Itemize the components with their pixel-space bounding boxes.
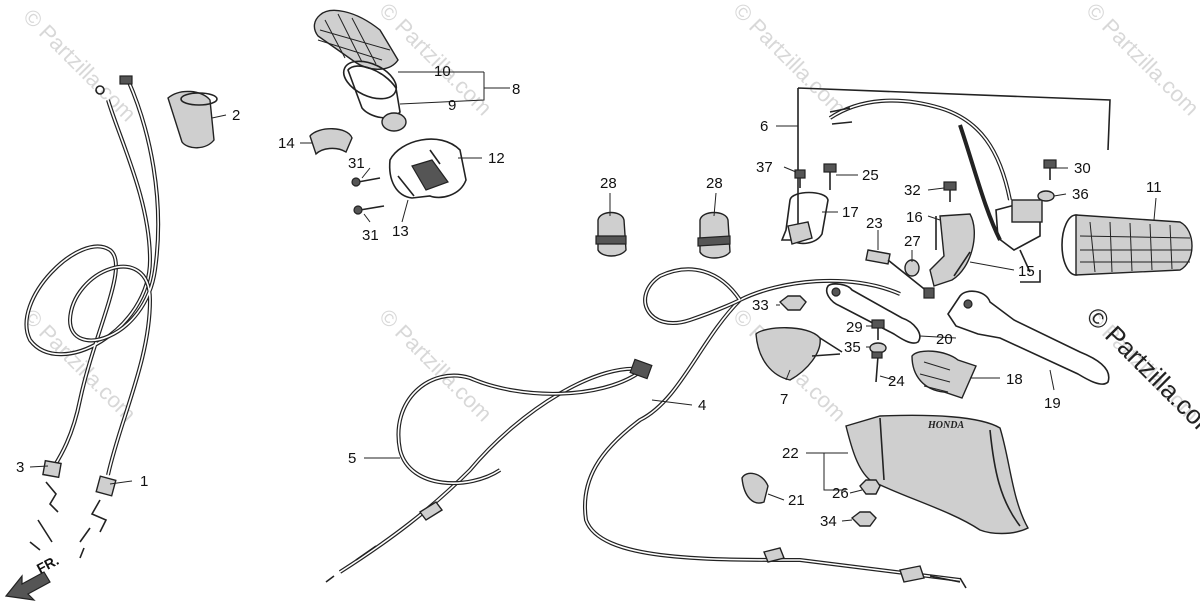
callout-37: 37 (756, 159, 773, 176)
watermark: © Partzilla.com (18, 4, 141, 127)
callout-26: 26 (832, 485, 849, 502)
throttle-housing (388, 138, 467, 199)
adjuster-23 (865, 249, 935, 299)
throttle-cable-a (24, 85, 153, 551)
throttle-housing-half (309, 128, 353, 156)
callout-7: 7 (780, 391, 788, 408)
callout-35: 35 (844, 339, 861, 356)
callout-16: 16 (906, 209, 923, 226)
callout-24: 24 (888, 373, 905, 390)
lever-bracket-17 (780, 191, 829, 245)
front-direction-arrow: FR. (4, 552, 61, 601)
callout-32: 32 (904, 182, 921, 199)
callout-13: 13 (392, 223, 409, 240)
clip-21 (741, 472, 769, 504)
callout-labels: 1 2 3 4 5 6 7 8 9 10 11 12 13 14 15 16 1… (16, 63, 1162, 530)
throttle-grip (313, 9, 407, 132)
callout-14: 14 (278, 135, 295, 152)
callout-28b: 28 (706, 175, 723, 192)
callout-31a: 31 (348, 155, 365, 172)
callout-12: 12 (488, 150, 505, 167)
boot-7 (755, 327, 843, 381)
handlebar-grip (1061, 214, 1193, 276)
lever-20 (825, 283, 921, 344)
main-watermark: © Partzilla.com (1081, 301, 1200, 446)
hand-guard-brand: HONDA (927, 420, 964, 431)
front-direction-label: FR. (34, 552, 61, 577)
callout-4: 4 (698, 397, 706, 414)
callout-3: 3 (16, 459, 24, 476)
watermark: © Partzilla.com (728, 0, 851, 120)
callout-18: 18 (1006, 371, 1023, 388)
callout-20: 20 (936, 331, 953, 348)
watermark: © Partzilla.com (374, 304, 497, 427)
lever-19 (947, 290, 1110, 385)
callout-21: 21 (788, 492, 805, 509)
screw-31a (351, 177, 381, 187)
callout-27: 27 (904, 233, 921, 250)
callout-31b: 31 (362, 227, 379, 244)
callout-23: 23 (866, 215, 883, 232)
bolt-37 (794, 169, 806, 188)
callout-11: 11 (1146, 179, 1162, 196)
bolt-25 (823, 163, 837, 190)
band-28a (595, 211, 627, 257)
switch-frame (797, 87, 1111, 283)
nut-34 (850, 511, 877, 527)
callout-33: 33 (752, 297, 769, 314)
bolt-29 (871, 319, 885, 340)
band-28b (697, 211, 731, 259)
lever-holder (929, 213, 975, 287)
callout-10: 10 (434, 63, 451, 80)
nut-27 (904, 259, 920, 277)
throttle-cap (167, 90, 218, 149)
cable-4 (583, 267, 967, 589)
callout-34: 34 (820, 513, 837, 530)
callout-29: 29 (846, 319, 863, 336)
bolt-32 (943, 181, 957, 202)
nut-26 (859, 479, 881, 495)
callout-2: 2 (232, 107, 240, 124)
callout-25: 25 (862, 167, 879, 184)
callout-17: 17 (842, 204, 859, 221)
callout-5: 5 (348, 450, 356, 467)
callout-8: 8 (512, 81, 520, 98)
callout-9: 9 (448, 97, 456, 114)
callout-15: 15 (1018, 263, 1035, 280)
washer-36 (1037, 190, 1055, 202)
boot-18 (911, 350, 977, 399)
bolt-30 (1043, 159, 1057, 180)
screw-24 (871, 351, 883, 383)
callout-36: 36 (1072, 186, 1089, 203)
callout-6: 6 (760, 118, 768, 135)
callout-19: 19 (1044, 395, 1061, 412)
throttle-cable-b (67, 75, 161, 559)
callout-28a: 28 (600, 175, 617, 192)
hand-guard: HONDA (845, 414, 1029, 535)
callout-1: 1 (140, 473, 148, 490)
screw-31b (353, 205, 385, 215)
watermark: © Partzilla.com (1081, 0, 1200, 120)
leader-lines (29, 71, 1157, 522)
callout-22: 22 (782, 445, 799, 462)
cable-5 (325, 358, 653, 583)
nut-33 (778, 295, 807, 311)
callout-30: 30 (1074, 160, 1091, 177)
